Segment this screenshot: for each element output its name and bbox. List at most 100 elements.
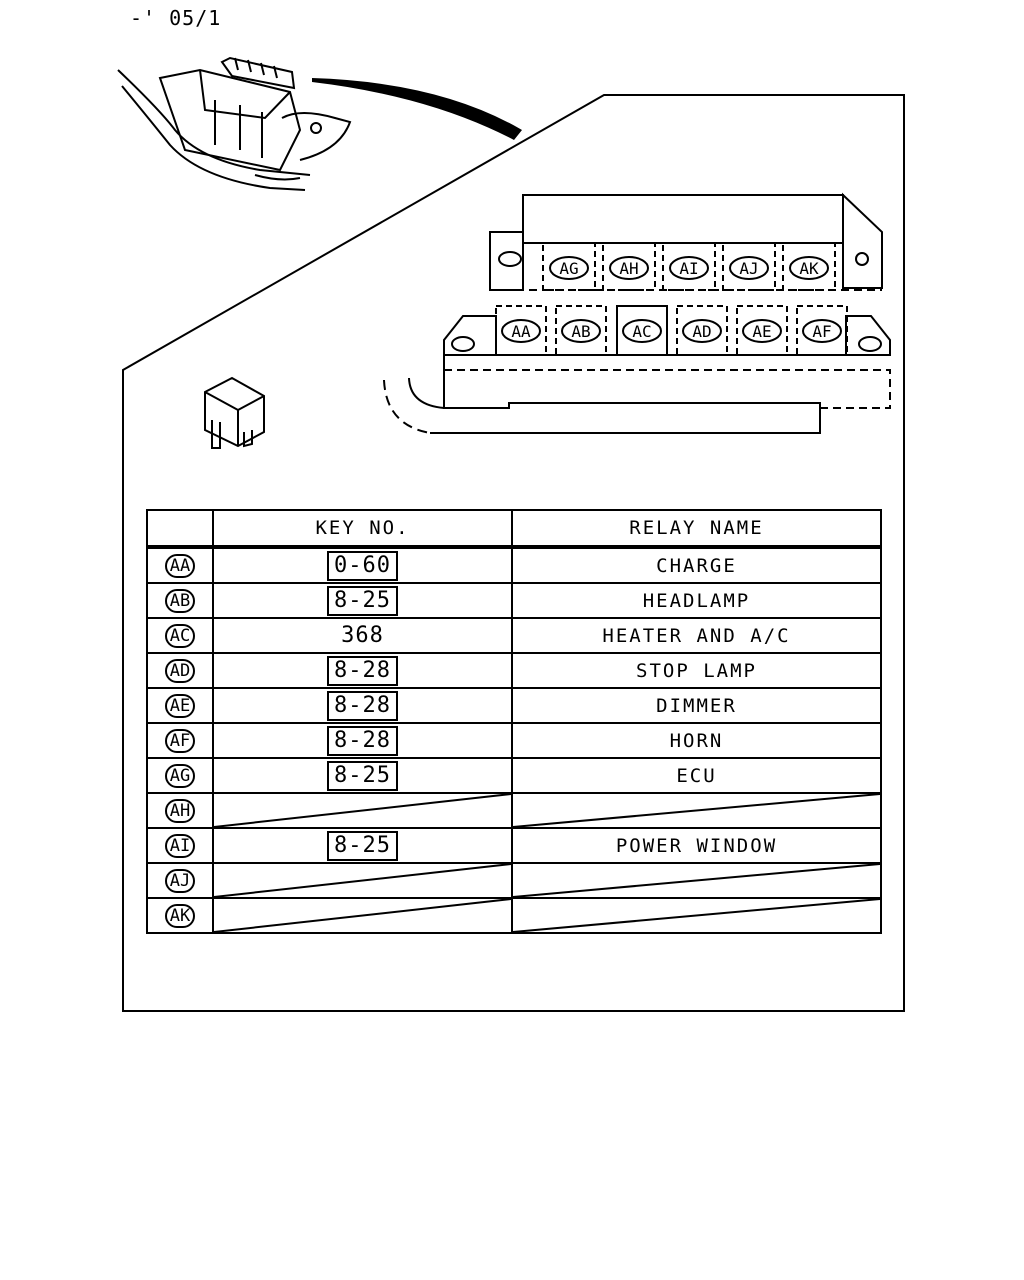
key-number: 368	[341, 623, 384, 648]
svg-text:AI: AI	[679, 259, 698, 278]
relay-name-cell	[511, 862, 882, 899]
relay-name: ECU	[676, 764, 717, 787]
relay-name: CHARGE	[656, 554, 737, 577]
relay-name-cell: HEADLAMP	[511, 582, 882, 619]
key-number: 8-28	[327, 725, 398, 756]
key-no-cell: 8-25	[212, 757, 513, 794]
row-id-label: AJ	[164, 868, 196, 893]
row-id-label: AB	[164, 588, 196, 613]
relay-name-cell: HEATER AND A/C	[511, 617, 882, 654]
socket-label-AK: AK	[789, 256, 829, 280]
empty-slot-strike	[513, 899, 880, 932]
vehicle-harness-sketch	[117, 56, 352, 191]
lower-row-sockets	[495, 305, 848, 356]
table-row: AC 368 HEATER AND A/C	[146, 617, 882, 654]
relay-unit-icon	[204, 376, 265, 449]
table-row: AH	[146, 792, 882, 829]
header-id	[146, 509, 214, 549]
row-id-cell: AC	[146, 617, 214, 654]
socket-label-AA: AA	[501, 319, 541, 343]
table-row: AA 0-60 CHARGE	[146, 546, 882, 584]
empty-slot-strike	[513, 864, 880, 897]
table-row: AG 8-25 ECU	[146, 757, 882, 794]
row-id-cell: AI	[146, 827, 214, 864]
svg-text:AD: AD	[692, 322, 711, 341]
socket-label-AI: AI	[669, 256, 709, 280]
row-id-label: AH	[164, 798, 196, 823]
empty-slot-strike	[513, 794, 880, 827]
row-id-label: AI	[164, 833, 196, 858]
page-number: -' 05/1	[130, 6, 222, 30]
header-relay-name: RELAY NAME	[511, 509, 882, 549]
row-id-label: AG	[164, 763, 196, 788]
key-no-cell	[212, 792, 513, 829]
key-number: 0-60	[327, 550, 398, 581]
svg-text:AG: AG	[559, 259, 578, 278]
svg-text:AE: AE	[752, 322, 771, 341]
row-id-cell: AJ	[146, 862, 214, 899]
detail-frame	[122, 94, 905, 1012]
row-id-label: AK	[164, 903, 196, 928]
relay-name-cell: POWER WINDOW	[511, 827, 882, 864]
socket-label-AB: AB	[561, 319, 601, 343]
empty-slot-strike	[214, 899, 511, 932]
row-id-label: AF	[164, 728, 196, 753]
key-no-cell: 8-25	[212, 827, 513, 864]
empty-slot-strike	[214, 794, 511, 827]
row-id-cell: AG	[146, 757, 214, 794]
svg-text:AC: AC	[632, 322, 651, 341]
relay-name: POWER WINDOW	[615, 834, 778, 857]
row-id-cell: AB	[146, 582, 214, 619]
table-row: AF 8-28 HORN	[146, 722, 882, 759]
svg-text:AF: AF	[812, 322, 831, 341]
relay-table-body: AA 0-60 CHARGE AB 8-25 HEADLAMP AC 368 HEATER AN…	[146, 546, 882, 934]
upper-row-sockets	[542, 242, 836, 291]
key-no-cell	[212, 862, 513, 899]
key-no-cell: 8-28	[212, 722, 513, 759]
relay-name-cell: ECU	[511, 757, 882, 794]
row-id-cell: AK	[146, 897, 214, 934]
relay-name: HEATER AND A/C	[602, 624, 791, 647]
row-id-cell: AF	[146, 722, 214, 759]
upper-row-labels: AG AH AI AJ AK	[549, 256, 829, 280]
header-key-no: KEY NO.	[212, 509, 513, 549]
relay-name-cell: CHARGE	[511, 546, 882, 584]
relay-block	[383, 192, 891, 434]
relay-name: HORN	[669, 729, 724, 752]
socket-label-AH: AH	[609, 256, 649, 280]
socket-label-AE: AE	[742, 319, 782, 343]
svg-text:AB: AB	[571, 322, 590, 341]
lower-row-labels: AA AB AC AD AE AF	[501, 319, 842, 343]
table-row: AJ	[146, 862, 882, 899]
relay-name: STOP LAMP	[636, 659, 757, 682]
row-id-cell: AH	[146, 792, 214, 829]
row-id-cell: AE	[146, 687, 214, 724]
key-no-cell: 8-28	[212, 687, 513, 724]
socket-label-AG: AG	[549, 256, 589, 280]
socket-label-AD: AD	[682, 319, 722, 343]
row-id-cell: AD	[146, 652, 214, 689]
table-row: AE 8-28 DIMMER	[146, 687, 882, 724]
empty-slot-strike	[214, 864, 511, 897]
relay-name-cell: DIMMER	[511, 687, 882, 724]
socket-label-AJ: AJ	[729, 256, 769, 280]
socket-label-AC: AC	[622, 319, 662, 343]
key-no-cell: 368	[212, 617, 513, 654]
row-id-cell: AA	[146, 546, 214, 584]
table-row: AI 8-25 POWER WINDOW	[146, 827, 882, 864]
relay-name: HEADLAMP	[642, 589, 751, 612]
row-id-label: AD	[164, 658, 196, 683]
relay-name-cell	[511, 792, 882, 829]
svg-text:AJ: AJ	[739, 259, 758, 278]
key-no-cell: 8-25	[212, 582, 513, 619]
table-row: AB 8-25 HEADLAMP	[146, 582, 882, 619]
key-number: 8-28	[327, 690, 398, 721]
relay-name-cell: STOP LAMP	[511, 652, 882, 689]
table-row: AK	[146, 897, 882, 934]
key-number: 8-25	[327, 830, 398, 861]
key-no-cell: 0-60	[212, 546, 513, 584]
row-id-label: AE	[164, 693, 196, 718]
relay-name-cell: HORN	[511, 722, 882, 759]
